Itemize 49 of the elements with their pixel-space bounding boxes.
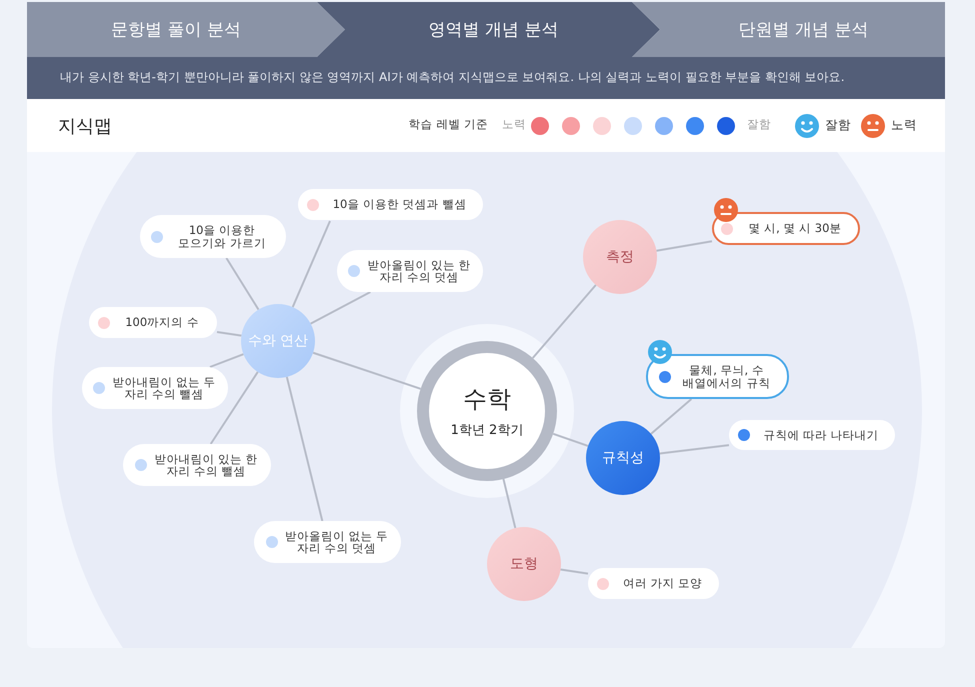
concept-pill [82, 367, 228, 409]
concept-pill [337, 250, 483, 292]
center-title: 수학 [463, 384, 511, 415]
connector-line [210, 371, 259, 445]
connector-line [226, 257, 260, 310]
legend-label: 노력 [891, 117, 917, 134]
concept-label: 받아내림이 있는 한 자리 수의 뺄셈 [153, 452, 259, 478]
connector-line [286, 376, 324, 522]
connector-line [656, 240, 712, 252]
connector-line [210, 353, 244, 368]
concept-label: 물체, 무늬, 수 배열에서의 규칙 [682, 364, 772, 389]
connector-line [312, 352, 421, 390]
concept-pill [123, 444, 271, 486]
tab: 단원별 개념 분석 [632, 2, 945, 57]
concept-label: 받아내림이 없는 두 자리 수의 뺄셈 [111, 376, 217, 400]
connector-line [216, 330, 242, 337]
connector-line [292, 220, 331, 308]
concept-pill [89, 307, 217, 338]
legend-label: 잘함 [825, 117, 851, 134]
scale-end-label: 노력 [502, 117, 526, 132]
scale-end-label: 잘함 [747, 117, 771, 132]
concept-label: 100까지의 수 [124, 316, 200, 329]
center-subtitle: 1학년 2학기 [450, 422, 524, 439]
description-banner: 내가 응시한 학년-학기 뿐만아니라 풀이하지 않은 영역까지 AI가 예측하여 지식맵으로 보여줘요. 나의 실력과 노력이 필요한 부분을 확인해 보아요. [27, 57, 945, 99]
connector-line [560, 568, 588, 575]
concept-label: 규칙에 따라 나타내기 [762, 428, 880, 442]
connector-line [552, 432, 588, 447]
concept-label: 10을 이용한 덧셈과 뺄셈 [332, 198, 468, 211]
scale-caption: 학습 레벨 기준 [408, 117, 488, 132]
concept-label: 10을 이용한 모으기와 가르기 [177, 224, 267, 249]
concept-pill [588, 568, 719, 599]
concept-label: 여러 가지 모양 [622, 577, 704, 590]
tab: 문항별 풀이 분석 [27, 2, 345, 57]
concept-pill [254, 521, 401, 563]
concept-label: 몇 시, 몇 시 30분 [748, 222, 842, 235]
concept-pill [729, 420, 895, 450]
connector-line [502, 478, 516, 528]
connector-line [660, 444, 730, 455]
concept-label: 받아올림이 있는 한 자리 수의 덧셈 [366, 258, 472, 284]
concept-label: 받아올림이 없는 두 자리 수의 덧셈 [284, 530, 390, 554]
concept-pill [646, 354, 789, 399]
concept-pill [140, 215, 286, 258]
active-tab: 영역별 개념 분석 [317, 2, 660, 57]
connector-line [650, 398, 692, 435]
connector-line [310, 291, 371, 325]
connector-line [532, 284, 597, 359]
section-title: 지식맵 [58, 115, 112, 138]
concept-pill [712, 212, 860, 245]
concept-pill [298, 189, 483, 220]
